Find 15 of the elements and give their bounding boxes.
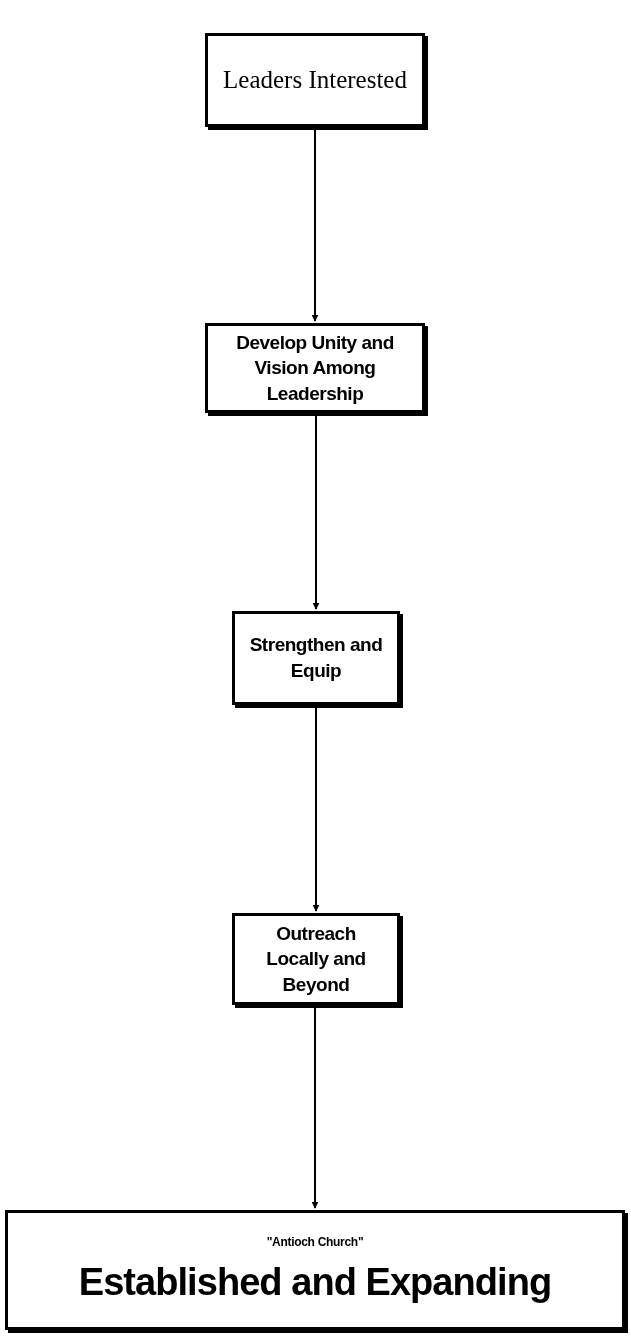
arrow <box>311 128 319 322</box>
box-label: Strengthen and Equip <box>248 633 384 683</box>
box-label: Leaders Interested <box>223 65 407 96</box>
process-box <box>205 33 425 127</box>
arrow <box>311 1006 319 1209</box>
box-label: Outreach Locally and Beyond <box>265 921 367 997</box>
arrow <box>312 414 320 610</box>
process-box <box>5 1210 625 1330</box>
arrow <box>312 706 320 912</box>
box-subtitle: "Antioch Church" <box>266 1234 364 1252</box>
process-box <box>232 611 400 705</box>
process-box <box>232 913 400 1005</box>
process-box <box>205 323 425 413</box>
box-label: Develop Unity and Vision Among Leadership <box>235 330 395 406</box>
box-label: Established and Expanding <box>78 1260 552 1306</box>
